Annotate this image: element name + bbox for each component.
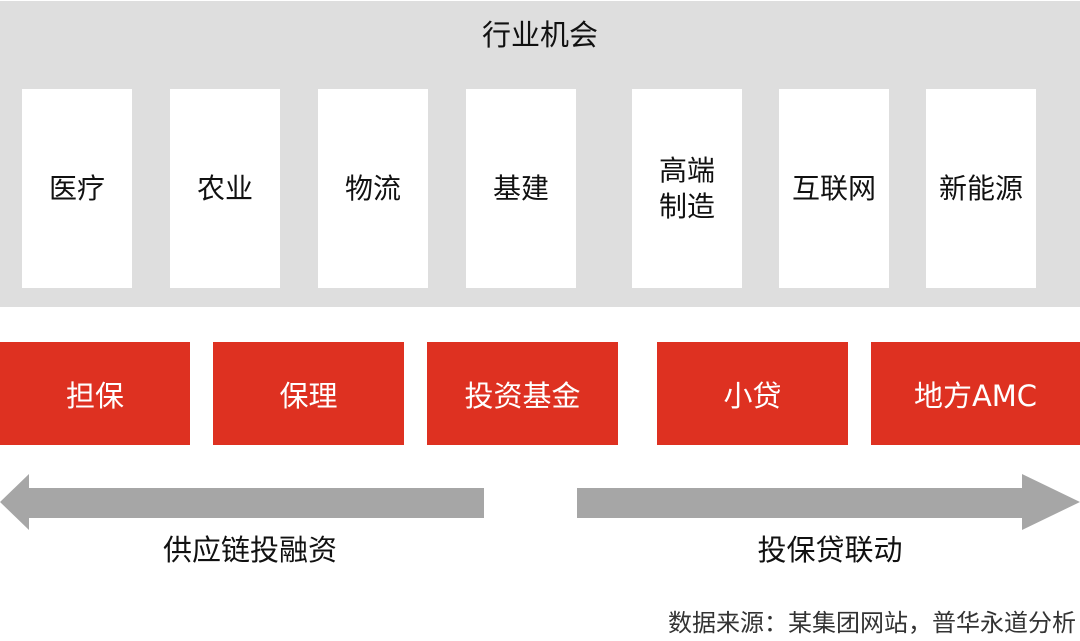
industry-label: 基建: [492, 171, 549, 205]
industry-card-new-energy: 新能源: [926, 89, 1036, 288]
service-box-investment-fund: 投资基金: [427, 342, 618, 445]
industry-label: 高端 制造: [658, 153, 715, 223]
industry-label: 互联网: [791, 171, 876, 205]
service-label: 担保: [65, 378, 124, 413]
right-arrow-icon: [577, 474, 1080, 530]
service-label: 保理: [279, 378, 338, 413]
service-box-microloan: 小贷: [657, 342, 848, 445]
industry-label: 物流: [344, 171, 401, 205]
industry-label: 医疗: [48, 171, 105, 205]
data-source-note: 数据来源：某集团网站，普华永道分析: [668, 609, 1076, 637]
industry-card-logistics: 物流: [318, 89, 428, 288]
supply-chain-finance-label: 供应链投融资: [162, 533, 337, 567]
industry-label: 新能源: [938, 171, 1023, 205]
panel-title: 行业机会: [481, 18, 598, 52]
industry-card-healthcare: 医疗: [22, 89, 132, 288]
industry-card-internet: 互联网: [779, 89, 889, 288]
industry-card-high-end-manufacturing: 高端 制造: [632, 89, 742, 288]
industry-card-infrastructure: 基建: [466, 89, 576, 288]
industry-card-agriculture: 农业: [170, 89, 280, 288]
investment-guarantee-loan-linkage-label: 投保贷联动: [757, 533, 903, 567]
service-box-factoring: 保理: [213, 342, 404, 445]
service-label: 投资基金: [464, 378, 581, 413]
service-box-local-amc: 地方AMC: [871, 342, 1080, 445]
service-label: 地方AMC: [913, 378, 1038, 413]
industry-opportunities-panel: 行业机会 医疗 农业 物流 基建 高端 制造 互联网 新能源: [0, 1, 1080, 307]
service-label: 小贷: [723, 378, 782, 413]
left-arrow-icon: [0, 474, 484, 530]
industry-label: 农业: [196, 171, 253, 205]
service-box-guarantee: 担保: [0, 342, 190, 445]
